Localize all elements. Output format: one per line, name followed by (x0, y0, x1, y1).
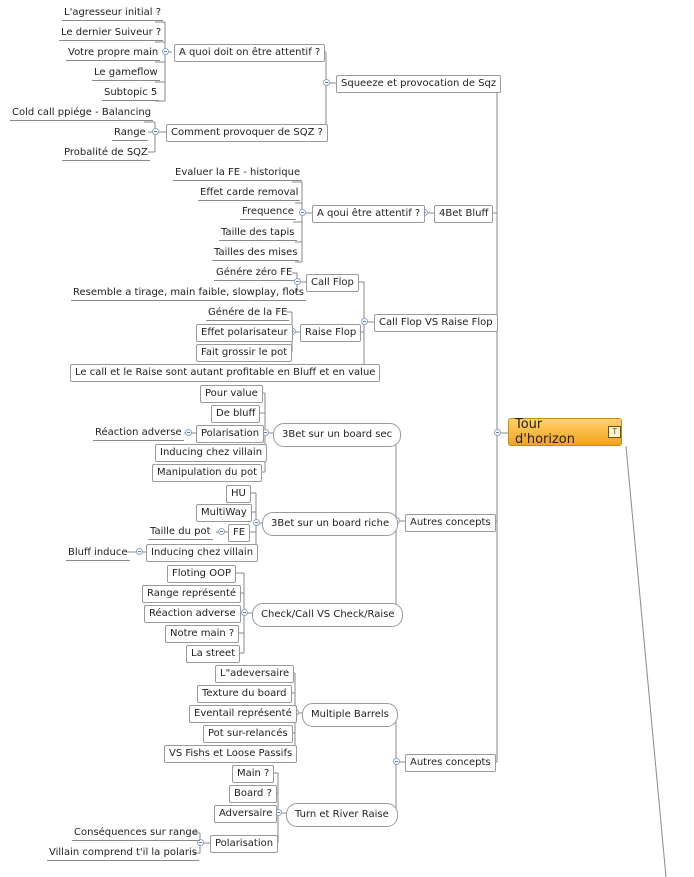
topic-3bet-board-riche[interactable]: 3Bet sur un board riche (262, 512, 399, 536)
subtopic-item[interactable]: Conséquences sur range (72, 826, 200, 841)
subtopic-item[interactable]: L"adeversaire (215, 665, 295, 683)
topic-call-flop[interactable]: Call Flop (306, 274, 359, 292)
topic-call-vs-raise[interactable]: Call Flop VS Raise Flop (374, 314, 498, 332)
subtopic-item[interactable]: Réaction adverse (93, 426, 184, 441)
subtopic-item[interactable]: Range représenté (142, 585, 242, 603)
subtopic-item[interactable]: Fait grossir le pot (196, 344, 293, 362)
subtopic-item[interactable]: Le dernier Suiveur ? (59, 26, 164, 41)
subtopic-item[interactable]: Adversaire (214, 805, 278, 823)
collapse-toggle-icon[interactable] (185, 429, 192, 436)
subtopic-item[interactable]: Main ? (232, 765, 275, 783)
subtopic-item[interactable]: Effet polarisateur (196, 324, 293, 342)
collapse-toggle-icon[interactable] (299, 209, 306, 216)
subtopic-item[interactable]: Frequence (240, 205, 296, 220)
topic-4bet-attentif[interactable]: A qoui être attentif ? (312, 205, 426, 223)
subtopic-item[interactable]: Pour value (200, 385, 263, 403)
collapse-toggle-icon[interactable] (253, 519, 260, 526)
subtopic-item[interactable]: Pot sur-relancés (203, 725, 293, 743)
subtopic-item[interactable]: Taille des tapis (219, 226, 297, 241)
subtopic-item[interactable]: Inducing chez villain (146, 544, 259, 562)
subtopic-item[interactable]: Polarisation (196, 425, 265, 443)
collapse-toggle-icon[interactable] (136, 548, 143, 555)
subtopic-note[interactable]: Le call et le Raise sont autant profitab… (70, 364, 381, 382)
topic-3bet-board-sec[interactable]: 3Bet sur un board sec (273, 423, 402, 447)
subtopic-item[interactable]: Floting OOP (167, 565, 236, 583)
collapse-toggle-icon[interactable] (323, 79, 330, 86)
collapse-toggle-icon[interactable] (361, 318, 368, 325)
topic-autres-concepts-1[interactable]: Autres concepts (405, 514, 496, 532)
subtopic-item[interactable]: Effet carde removal (198, 186, 301, 201)
subtopic-item[interactable]: Range (112, 126, 148, 141)
subtopic-item[interactable]: Board ? (229, 785, 277, 803)
topic-squeeze-provoquer[interactable]: Comment provoquer de SQZ ? (166, 124, 328, 142)
topic-multiple-barrels[interactable]: Multiple Barrels (302, 703, 398, 727)
subtopic-item[interactable]: Inducing chez villain (155, 444, 268, 462)
subtopic-item[interactable]: Génére zéro FE (214, 266, 295, 281)
subtopic-item[interactable]: Probalité de SQZ (62, 146, 150, 161)
central-topic-label: Tour d'horizon (515, 417, 575, 447)
subtopic-item[interactable]: De bluff (211, 405, 261, 423)
subtopic-item[interactable]: Bluff induce (66, 546, 130, 561)
collapse-toggle-icon[interactable] (152, 128, 159, 135)
subtopic-item[interactable]: Votre propre main (66, 46, 161, 61)
topic-check-call-vs-check-raise[interactable]: Check/Call VS Check/Raise (252, 603, 404, 627)
subtopic-item[interactable]: Tailles des mises (212, 246, 300, 261)
note-icon[interactable]: T (608, 426, 621, 438)
subtopic-item[interactable]: Eventail représenté (189, 705, 297, 723)
collapse-toggle-icon[interactable] (393, 758, 400, 765)
subtopic-item[interactable]: L'agresseur initial ? (62, 6, 164, 21)
subtopic-item[interactable]: Manipulation du pot (152, 464, 263, 482)
topic-autres-concepts-2[interactable]: Autres concepts (405, 754, 496, 772)
subtopic-item[interactable]: Notre main ? (165, 625, 240, 643)
subtopic-item[interactable]: Cold call ppiége - Balancing (10, 106, 154, 121)
subtopic-item[interactable]: Villain comprend t'il la polaris (47, 846, 199, 861)
collapse-toggle-icon[interactable] (241, 609, 248, 616)
subtopic-item[interactable]: La street (186, 645, 241, 663)
subtopic-item[interactable]: Texture du board (197, 685, 292, 703)
topic-4bet-bluff[interactable]: 4Bet Bluff (434, 205, 494, 223)
topic-squeeze-attentif[interactable]: A quoi doit on être attentif ? (174, 44, 326, 62)
collapse-toggle-icon[interactable] (494, 429, 501, 436)
topic-raise-flop[interactable]: Raise Flop (300, 324, 362, 342)
central-topic[interactable]: Tour d'horizon T (508, 417, 622, 447)
collapse-toggle-icon[interactable] (162, 48, 169, 55)
subtopic-item[interactable]: HU (226, 485, 251, 503)
topic-squeeze[interactable]: Squeeze et provocation de Sqz (336, 75, 502, 93)
collapse-toggle-icon[interactable] (197, 839, 204, 846)
collapse-toggle-icon[interactable] (218, 528, 225, 535)
subtopic-item[interactable]: MultiWay (196, 504, 252, 522)
collapse-toggle-icon[interactable] (294, 278, 301, 285)
subtopic-item[interactable]: FE (228, 524, 251, 542)
subtopic-item[interactable]: Génére de la FE (206, 306, 290, 321)
topic-turn-river-raise[interactable]: Turn et River Raise (286, 803, 398, 827)
subtopic-item[interactable]: VS Fishs et Loose Passifs (164, 745, 298, 763)
subtopic-item[interactable]: Polarisation (210, 835, 279, 853)
subtopic-item[interactable]: Subtopic 5 (102, 86, 160, 101)
subtopic-item[interactable]: Evaluer la FE - historique (173, 166, 303, 181)
subtopic-item[interactable]: Taille du pot (148, 525, 213, 540)
subtopic-item[interactable]: Resemble a tirage, main faible, slowplay… (71, 286, 306, 301)
subtopic-item[interactable]: Le gameflow (92, 66, 160, 81)
subtopic-item[interactable]: Réaction adverse (144, 605, 241, 623)
